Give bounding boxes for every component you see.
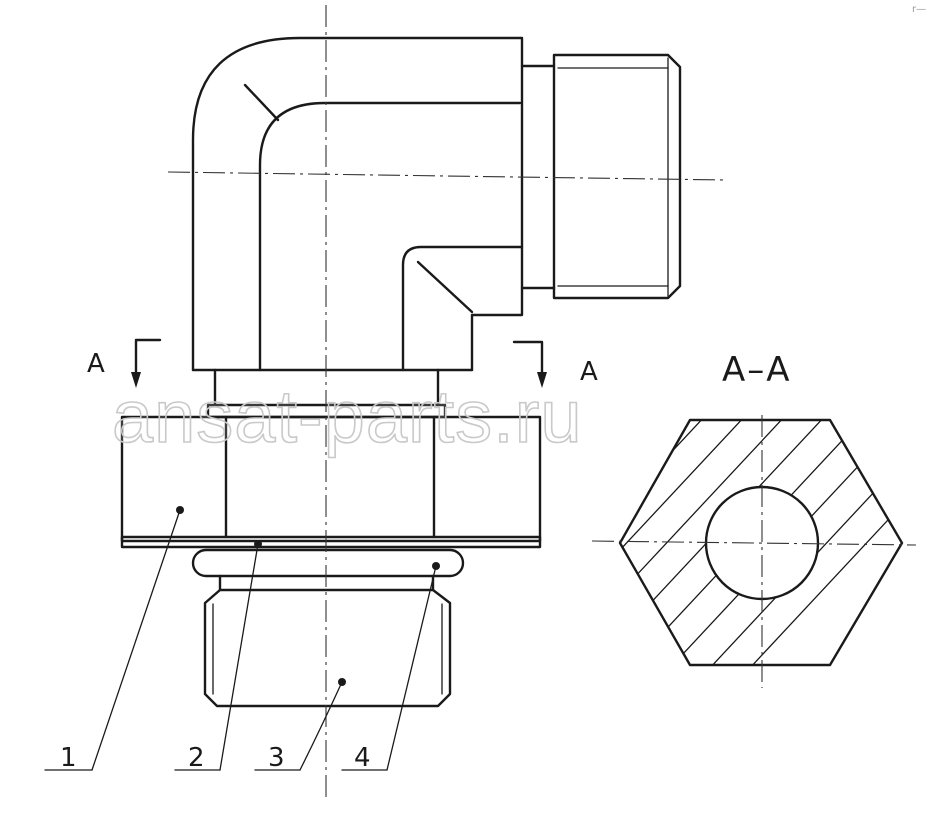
callout-label-2: 2	[188, 743, 205, 773]
callout-2: 2	[174, 540, 262, 773]
right-threaded-port	[520, 53, 682, 300]
section-indicator-left: A	[87, 338, 162, 388]
hex-nut	[120, 415, 542, 549]
callout-label-3: 3	[268, 743, 285, 773]
sealing-ring	[191, 548, 465, 578]
section-indicator-right: A	[512, 340, 598, 388]
callout-label-4: 4	[354, 743, 371, 773]
elbow-fitting-body	[191, 36, 524, 372]
callout-label-1: 1	[60, 743, 77, 773]
section-letter-left: A	[87, 349, 105, 379]
callout-3: 3	[254, 678, 346, 773]
callout-1: 1	[44, 506, 184, 773]
section-letter-right: A	[580, 357, 598, 387]
center-lines	[167, 5, 727, 800]
section-title: A–A	[722, 350, 792, 390]
watermark: ansat-parts.ru	[112, 375, 583, 458]
corner-mark: r—	[912, 4, 926, 15]
callout-4: 4	[341, 562, 440, 773]
lower-threaded-stub	[203, 574, 452, 708]
